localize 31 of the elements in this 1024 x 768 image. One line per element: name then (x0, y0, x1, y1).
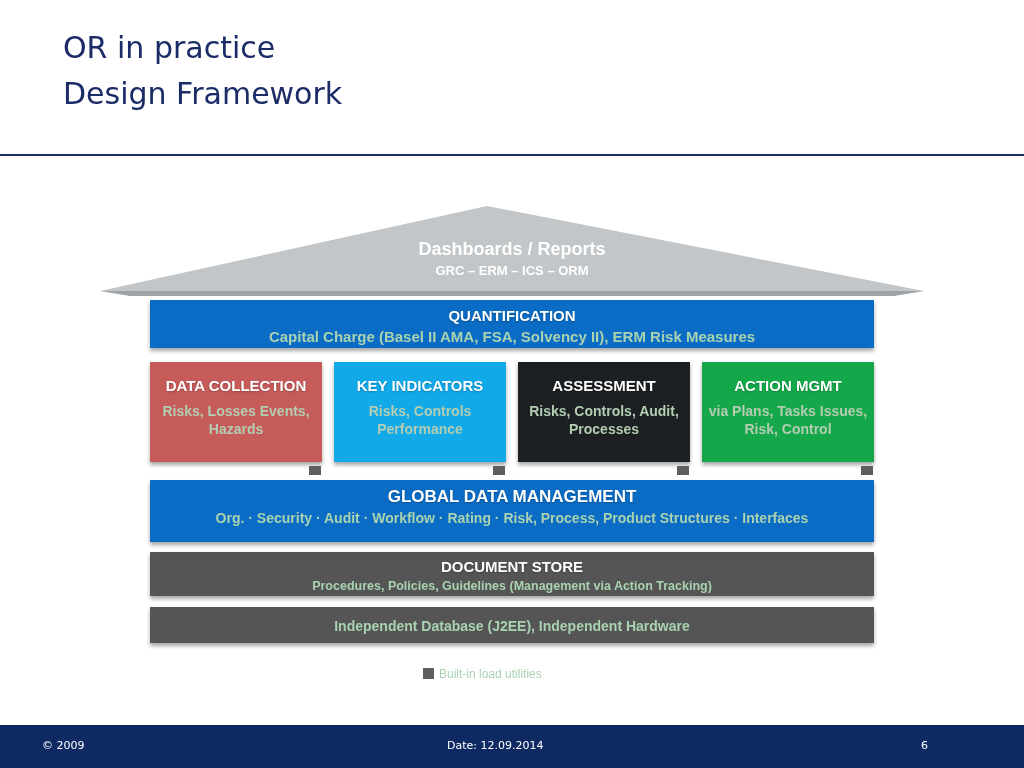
layer-panel (150, 480, 874, 542)
layer-description: Capital Charge (Basel II AMA, FSA, Solvency II), ERM Risk Measures (268, 327, 756, 347)
layer-description: Org. · Security · Audit · Workflow · Rating · Risk, Process, Product Structures · Interfaces (215, 509, 809, 527)
layer-panel (150, 552, 874, 596)
legend-label: Built-in load utilities (439, 667, 542, 681)
roof-heading: Dashboards / Reports (418, 238, 606, 261)
module-description: via Plans, Tasks Issues, Risk, Control (708, 402, 868, 438)
copyright-text: © 2009 (42, 739, 85, 753)
layer-heading: DOCUMENT STORE (440, 557, 584, 577)
module-description: Risks, Controls, Audit, Processes (528, 402, 680, 438)
roof-subtitle: GRC – ERM – ICS – ORM (435, 262, 589, 279)
layer-description: Procedures, Policies, Guidelines (Management via Action Tracking) (312, 578, 712, 594)
module-heading: ACTION MGMT (734, 376, 842, 396)
module-heading: KEY INDICATORS (356, 376, 484, 396)
module-panel (702, 362, 874, 462)
layer-description: Independent Database (J2EE), Independent Hardware (334, 617, 690, 635)
module-panel (334, 362, 506, 462)
layer-panel (150, 607, 874, 643)
layer-panel (150, 300, 874, 348)
slide-title: OR in practice Design Framework (63, 29, 344, 113)
page-number: 6 (921, 739, 928, 753)
module-description: Risks, Controls Performance (367, 402, 473, 438)
module-heading: DATA COLLECTION (165, 376, 307, 396)
module-heading: ASSESSMENT (552, 376, 656, 396)
layer-heading: GLOBAL DATA MANAGEMENT (387, 486, 637, 508)
module-description: Risks, Losses Events, Hazards (161, 402, 311, 438)
module-panel (518, 362, 690, 462)
roof-shape (100, 206, 924, 296)
date-text: Date: 12.09.2014 (447, 739, 544, 753)
module-panel (150, 362, 322, 462)
layer-heading: QUANTIFICATION (448, 306, 576, 326)
